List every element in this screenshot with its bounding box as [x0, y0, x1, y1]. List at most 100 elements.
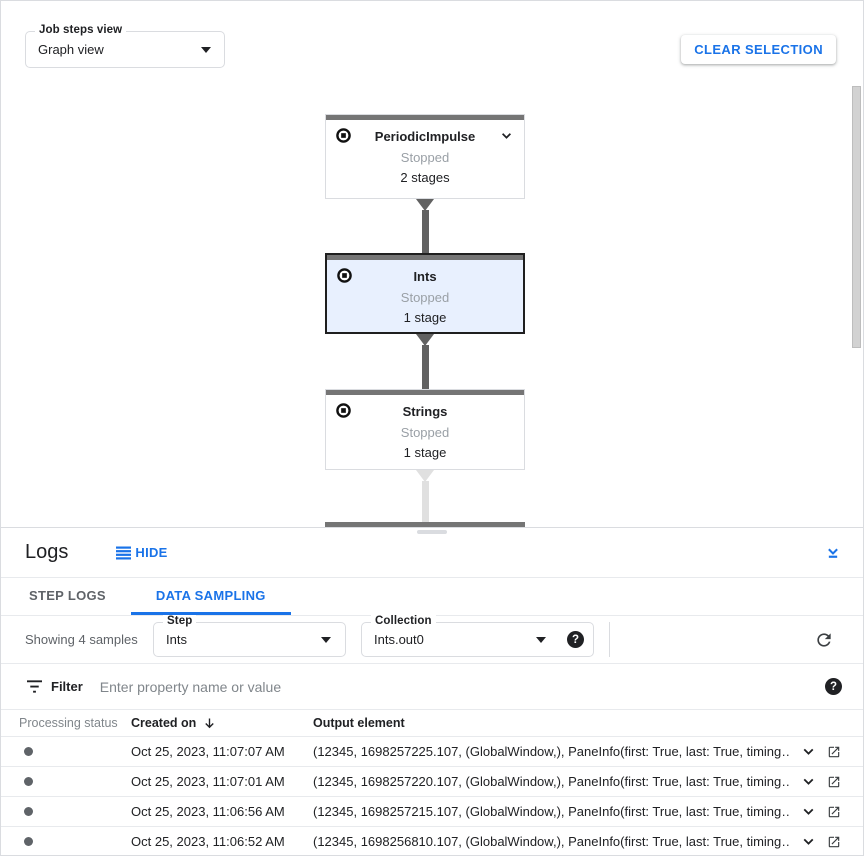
job-steps-view-select[interactable]: Job steps view Graph view — [25, 24, 225, 68]
toolbar-divider — [609, 622, 610, 657]
created-on-cell: Oct 25, 2023, 11:06:56 AM — [131, 804, 285, 819]
output-element-cell: (12345, 1698257215.107, (GlobalWindow,),… — [313, 804, 791, 819]
logs-header: Logs HIDE — [1, 528, 863, 577]
graph-vertical-scrollbar[interactable] — [852, 86, 861, 348]
graph-node-strings[interactable]: Strings Stopped 1 stage — [325, 389, 525, 470]
collapse-panel-icon — [828, 548, 838, 558]
sample-row[interactable]: Oct 25, 2023, 11:06:56 AM (12345, 169825… — [1, 797, 863, 827]
node-stages: 1 stage — [403, 445, 447, 460]
expand-row-button[interactable] — [800, 833, 817, 850]
logs-panel-title: Logs — [25, 541, 69, 563]
logs-tabs: STEP LOGS DATA SAMPLING — [1, 577, 863, 616]
collapse-panel-button[interactable] — [821, 541, 845, 568]
open-in-new-button[interactable] — [827, 835, 841, 849]
created-on-cell: Oct 25, 2023, 11:06:52 AM — [131, 834, 285, 849]
tab-data-sampling[interactable]: DATA SAMPLING — [130, 578, 291, 615]
partially-hidden-node — [325, 522, 525, 527]
panel-resize-handle[interactable] — [417, 530, 447, 534]
open-in-new-button[interactable] — [827, 775, 841, 789]
stop-circle-icon — [336, 128, 351, 143]
node-top-bar — [326, 115, 524, 120]
edge-arrowhead — [416, 334, 434, 346]
edge-periodicimpulse-to-ints — [416, 199, 434, 253]
refresh-samples-button[interactable] — [814, 630, 834, 650]
filter-label: Filter — [51, 679, 83, 694]
expand-node-chevron-icon[interactable] — [498, 127, 515, 144]
filter-icon — [27, 680, 42, 693]
created-on-cell: Oct 25, 2023, 11:07:07 AM — [131, 744, 285, 759]
output-element-cell: (12345, 1698257225.107, (GlobalWindow,),… — [313, 744, 791, 759]
filter-row: Filter ? — [1, 664, 863, 710]
filter-input[interactable] — [99, 678, 825, 695]
stop-circle-icon — [336, 403, 351, 418]
output-element-cell: (12345, 1698256810.107, (GlobalWindow,),… — [313, 834, 791, 849]
edge-line — [421, 345, 429, 389]
hide-logs-icon — [116, 546, 132, 559]
step-select-label: Step — [163, 615, 197, 627]
job-steps-view-label: Job steps view — [35, 24, 127, 36]
open-in-new-button[interactable] — [827, 745, 841, 759]
edge-arrowhead — [416, 470, 434, 482]
column-output-element: Output element — [313, 716, 405, 730]
chevron-down-icon — [803, 808, 813, 815]
node-status: Stopped — [400, 150, 450, 165]
chevron-down-icon — [321, 636, 331, 643]
edge-ints-to-strings — [416, 334, 434, 389]
chevron-down-icon — [803, 838, 813, 845]
chevron-down-icon — [803, 778, 813, 785]
logs-panel: Logs HIDE STEP LOGS DATA SAMPLING — [1, 527, 863, 855]
node-title: Strings — [402, 404, 448, 419]
open-in-new-button[interactable] — [827, 805, 841, 819]
open-in-new-icon — [828, 836, 840, 847]
node-top-bar — [327, 255, 523, 260]
tab-step-logs[interactable]: STEP LOGS — [29, 587, 106, 603]
stop-circle-icon — [337, 268, 352, 283]
edge-arrowhead — [416, 199, 434, 211]
chevron-down-icon — [536, 636, 546, 643]
step-select[interactable]: Step Ints — [153, 615, 346, 657]
column-created-on[interactable]: Created on — [131, 716, 313, 731]
node-top-bar — [326, 390, 524, 395]
sample-row[interactable]: Oct 25, 2023, 11:06:52 AM (12345, 169825… — [1, 827, 863, 855]
processing-status-dot — [24, 837, 33, 846]
processing-status-dot — [24, 747, 33, 756]
samples-count-text: Showing 4 samples — [25, 632, 138, 647]
node-status: Stopped — [400, 425, 450, 440]
graph-node-periodicimpulse[interactable]: PeriodicImpulse Stopped 2 stages — [325, 114, 525, 199]
node-title: PeriodicImpulse — [374, 129, 476, 144]
job-steps-view-value: Graph view — [38, 42, 104, 57]
clear-selection-button[interactable]: CLEAR SELECTION — [681, 35, 836, 64]
edge-strings-down — [416, 470, 434, 524]
open-in-new-icon — [828, 806, 840, 817]
node-status: Stopped — [400, 290, 450, 305]
chevron-down-icon — [201, 46, 211, 53]
step-select-value: Ints — [166, 632, 187, 647]
expand-row-button[interactable] — [800, 743, 817, 760]
collection-select[interactable]: Collection Ints.out0 ? — [361, 615, 594, 657]
collection-select-label: Collection — [371, 615, 436, 627]
table-header-row: Processing status Created on Output elem… — [1, 710, 863, 737]
column-processing-status: Processing status — [19, 716, 118, 730]
open-in-new-icon — [828, 776, 840, 787]
filter-help-icon[interactable]: ? — [825, 678, 842, 695]
hide-logs-label: HIDE — [135, 545, 168, 560]
collection-select-value: Ints.out0 — [374, 632, 424, 647]
processing-status-dot — [24, 807, 33, 816]
sample-row[interactable]: Oct 25, 2023, 11:07:07 AM (12345, 169825… — [1, 737, 863, 767]
created-on-cell: Oct 25, 2023, 11:07:01 AM — [131, 774, 285, 789]
collection-help-icon[interactable]: ? — [567, 631, 584, 648]
sample-row[interactable]: Oct 25, 2023, 11:07:01 AM (12345, 169825… — [1, 767, 863, 797]
edge-line — [421, 210, 429, 253]
edge-line — [421, 481, 429, 524]
node-stages: 1 stage — [403, 310, 447, 325]
processing-status-dot — [24, 777, 33, 786]
node-stages: 2 stages — [400, 170, 450, 185]
expand-row-button[interactable] — [800, 773, 817, 790]
refresh-icon — [817, 633, 831, 647]
hide-logs-button[interactable]: HIDE — [116, 545, 167, 560]
sort-desc-icon — [205, 718, 215, 728]
graph-node-ints[interactable]: Ints Stopped 1 stage — [325, 253, 525, 334]
open-in-new-icon — [828, 746, 840, 757]
expand-row-button[interactable] — [800, 803, 817, 820]
